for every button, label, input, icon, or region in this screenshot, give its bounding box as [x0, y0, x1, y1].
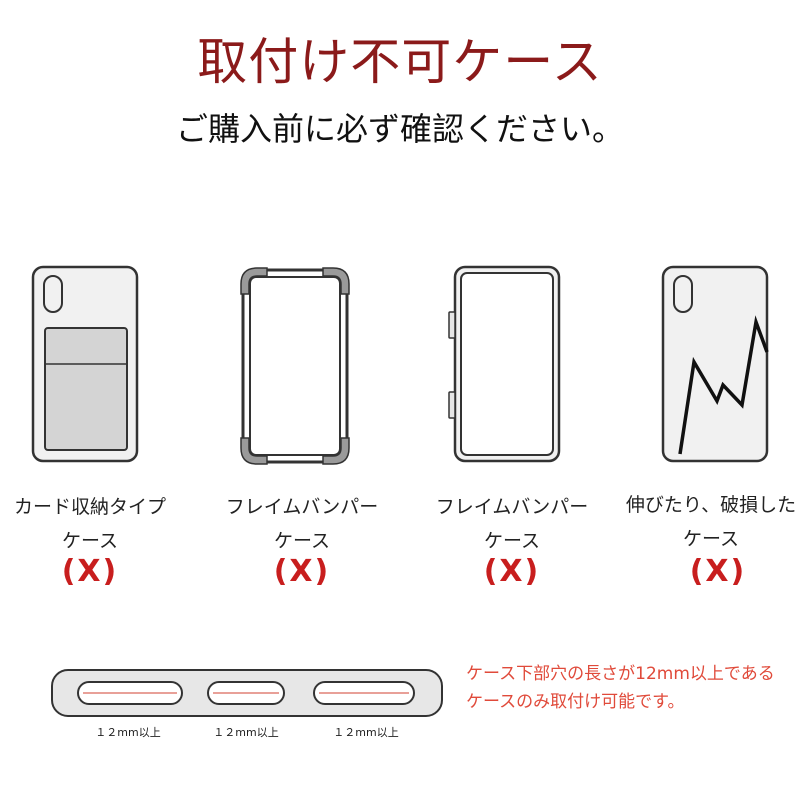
case-1-caption-line2: ケース	[61, 530, 119, 552]
case-4-caption-line2: ケース	[682, 528, 740, 550]
frame-bumper-case-icon	[448, 265, 561, 463]
compatibility-note: ケース下部穴の長さが12mm以上である ケースのみ取付け可能です。	[466, 660, 775, 716]
case-2-caption-line1: フレイムバンパー	[225, 496, 379, 518]
case-3-caption-line1: フレイムバンパー	[435, 496, 589, 518]
compatibility-note-line1: ケース下部穴の長さが12mm以上である	[466, 664, 775, 684]
case-4-caption-line1: 伸びたり、破損した	[625, 494, 797, 516]
compatibility-note-line2: ケースのみ取付け可能です。	[466, 692, 685, 712]
case-1-caption: カード収納タイプ ケース	[5, 490, 175, 558]
card-pocket-case-icon	[31, 265, 139, 463]
damaged-case-icon	[661, 265, 769, 463]
case-1-x-mark: (X)	[61, 554, 119, 589]
slot-2-length-label: １２mm以上	[213, 726, 279, 739]
case-3-caption-line2: ケース	[483, 530, 541, 552]
page-title: 取付け不可ケース	[197, 33, 603, 91]
case-3-x-mark: (X)	[483, 554, 541, 589]
bumper-frame-case-icon	[240, 267, 350, 465]
page-subtitle: ご購入前に必ず確認ください。	[175, 110, 624, 148]
case-4-caption: 伸びたり、破損した ケース	[622, 488, 800, 556]
case-2-x-mark: (X)	[273, 554, 331, 589]
case-2-caption: フレイムバンパー ケース	[212, 490, 392, 558]
slot-3-length-label: １２mm以上	[333, 726, 399, 739]
case-2-caption-line2: ケース	[273, 530, 331, 552]
case-4-x-mark: (X)	[689, 554, 747, 589]
case-3-caption: フレイムバンパー ケース	[422, 490, 602, 558]
case-1-caption-line1: カード収納タイプ	[13, 496, 166, 518]
slot-1-length-label: １２mm以上	[95, 726, 161, 739]
case-bottom-slot-diagram	[51, 669, 443, 717]
